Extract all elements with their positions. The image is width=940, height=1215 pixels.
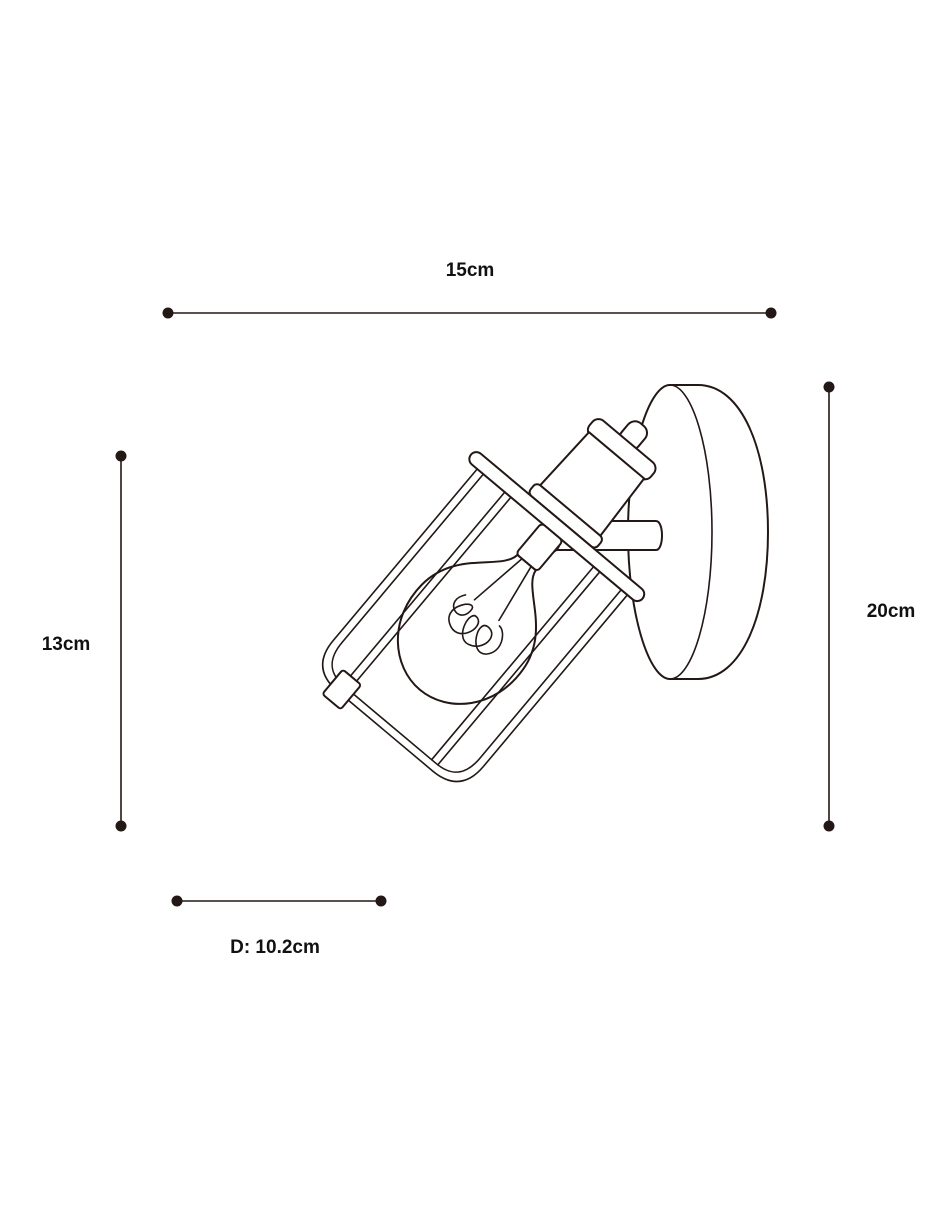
cage-bottom-clip xyxy=(322,669,362,710)
lamp-height-dimension: 13cm xyxy=(42,450,127,832)
width-end-dot xyxy=(765,307,777,319)
diameter-end-dot xyxy=(375,895,387,907)
total-height-dimension: 20cm xyxy=(823,381,916,832)
lamp-height-label: 13cm xyxy=(42,634,91,655)
width-label: 15cm xyxy=(446,260,495,281)
cage-bar-right-inner xyxy=(430,565,595,761)
lamp-height-start-dot xyxy=(115,450,127,462)
cage-bar-right xyxy=(436,570,601,766)
cage-outer-bar xyxy=(321,468,629,783)
total-height-label: 20cm xyxy=(867,601,916,622)
bulb-glass xyxy=(396,553,538,705)
bulb-stem xyxy=(473,557,532,622)
diameter-dimension: D: 10.2cm xyxy=(171,895,387,958)
total-height-start-dot xyxy=(823,381,835,393)
cage-inner-bar xyxy=(331,473,623,773)
cage-bar-left xyxy=(341,491,506,686)
lamp-height-end-dot xyxy=(115,820,127,832)
width-start-dot xyxy=(162,307,174,319)
diameter-start-dot xyxy=(171,895,183,907)
bulb-filament xyxy=(448,594,504,655)
width-dimension: 15cm xyxy=(162,260,777,319)
cage-bar-left-inner xyxy=(348,496,512,692)
wall-plate-face xyxy=(669,384,713,680)
total-height-end-dot xyxy=(823,820,835,832)
lamp-head-illustration xyxy=(321,418,657,783)
diameter-label: D: 10.2cm xyxy=(230,937,320,958)
